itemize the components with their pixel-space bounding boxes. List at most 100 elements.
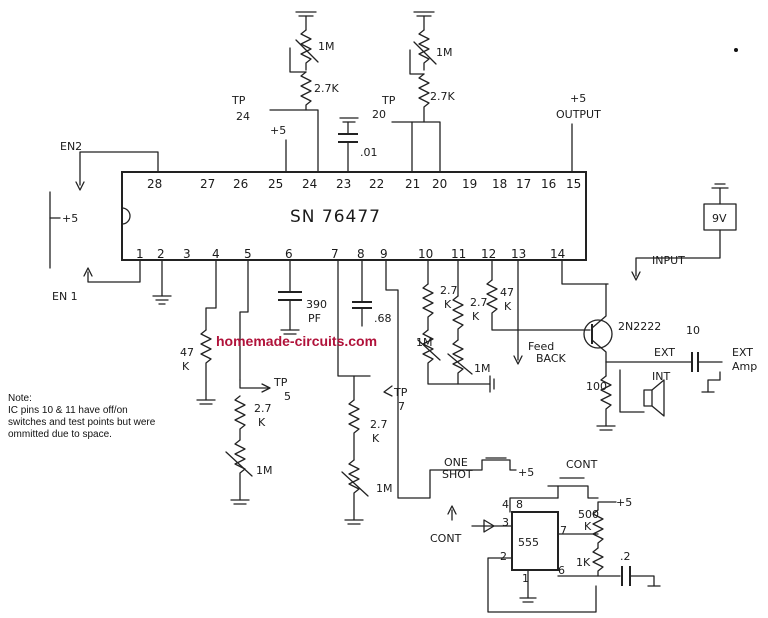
note-box: Note: IC pins 10 & 11 have off/on switch… <box>8 393 158 441</box>
svg-text:4: 4 <box>502 498 509 511</box>
svg-text:1M: 1M <box>436 46 453 59</box>
svg-text:26: 26 <box>233 177 248 191</box>
svg-text:24: 24 <box>302 177 317 191</box>
svg-text:K: K <box>504 300 512 313</box>
pin24-resistor-chain: 1M 2.7K TP 24 +5 <box>231 11 339 173</box>
svg-text:1: 1 <box>522 572 529 585</box>
svg-text:K: K <box>584 520 592 533</box>
svg-text:3: 3 <box>183 247 191 261</box>
watermark: homemade-circuits.com <box>216 333 377 349</box>
svg-text:7: 7 <box>331 247 339 261</box>
svg-text:+5: +5 <box>270 124 286 137</box>
pin7-resistor-chain: TP 7 2.7 K 1M <box>337 259 408 525</box>
en1-label: EN 1 <box>52 290 78 303</box>
transistor-2n2222: 2N2222 <box>583 283 661 363</box>
svg-text:1M: 1M <box>376 482 393 495</box>
svg-text:2: 2 <box>157 247 165 261</box>
svg-text:+5: +5 <box>518 466 534 479</box>
svg-text:5: 5 <box>244 247 252 261</box>
ic-sn76477-body <box>121 171 587 261</box>
svg-text:47: 47 <box>500 286 514 299</box>
svg-text:12: 12 <box>481 247 496 261</box>
svg-text:K: K <box>472 310 480 323</box>
svg-text:CONT: CONT <box>430 532 462 545</box>
svg-text:EXT: EXT <box>654 346 675 359</box>
svg-text:1M: 1M <box>474 362 491 375</box>
svg-text:6: 6 <box>285 247 293 261</box>
svg-text:2N2222: 2N2222 <box>618 320 661 333</box>
svg-text:16: 16 <box>541 177 556 191</box>
svg-text:24: 24 <box>236 110 250 123</box>
svg-text:2.7: 2.7 <box>254 402 272 415</box>
svg-text:K: K <box>182 360 190 373</box>
svg-text:2.7: 2.7 <box>470 296 488 309</box>
svg-text:EXT: EXT <box>732 346 753 359</box>
svg-text:K: K <box>258 416 266 429</box>
svg-text:5: 5 <box>284 390 291 403</box>
svg-text:21: 21 <box>405 177 420 191</box>
svg-text:2.7: 2.7 <box>370 418 388 431</box>
ic-555-body <box>511 511 559 571</box>
timer-555-section: 555 4 8 3 7 6 2 1 CONT .2 500 K 1K +5 CO… <box>430 456 661 613</box>
svg-text:+5: +5 <box>616 496 632 509</box>
svg-text:9: 9 <box>380 247 388 261</box>
svg-text:18: 18 <box>492 177 507 191</box>
svg-text:10: 10 <box>686 324 700 337</box>
ic-sn76477-label: SN 76477 <box>290 207 381 227</box>
svg-text:100: 100 <box>586 380 607 393</box>
ic-bottom-pin-numbers: 1 2 3 4 5 6 7 8 9 10 11 12 13 14 <box>136 247 565 261</box>
svg-text:555: 555 <box>518 536 539 549</box>
svg-text:1K: 1K <box>576 556 591 569</box>
svg-text:47: 47 <box>180 346 194 359</box>
svg-text:2.7: 2.7 <box>440 284 458 297</box>
svg-text:3: 3 <box>502 516 509 529</box>
svg-text:.2: .2 <box>620 550 631 563</box>
svg-text:INT: INT <box>652 370 670 383</box>
svg-text:BACK: BACK <box>536 352 567 365</box>
svg-text:1M: 1M <box>416 336 433 349</box>
ic-top-pin-numbers: 28 27 26 25 24 23 22 21 20 19 18 17 16 1… <box>147 177 581 191</box>
pin10-resistor-chain: 2.7 K 1M <box>416 259 491 385</box>
stray-dot <box>734 48 738 52</box>
svg-text:500: 500 <box>578 508 599 521</box>
svg-text:INPUT: INPUT <box>652 254 685 267</box>
pin6-capacitor: 390 PF <box>278 259 327 335</box>
svg-text:1M: 1M <box>256 464 273 477</box>
svg-text:8: 8 <box>516 498 523 511</box>
svg-text:Feed: Feed <box>528 340 554 353</box>
en-plus5-label: +5 <box>62 212 78 225</box>
svg-text:K: K <box>444 298 452 311</box>
pin11-resistor-chain: 2.7 K 1M <box>447 259 495 393</box>
output-pin15: +5 OUTPUT <box>556 92 601 173</box>
svg-text:6: 6 <box>558 564 565 577</box>
svg-text:PF: PF <box>308 312 321 325</box>
svg-text:CONT: CONT <box>566 458 598 471</box>
svg-text:28: 28 <box>147 177 162 191</box>
svg-text:10: 10 <box>418 247 433 261</box>
svg-text:27: 27 <box>200 177 215 191</box>
svg-text:2.7K: 2.7K <box>430 90 455 103</box>
pin2-ground <box>152 259 172 305</box>
svg-text:20: 20 <box>372 108 386 121</box>
note-body: IC pins 10 & 11 have off/on switches and… <box>8 405 156 440</box>
svg-text:TP: TP <box>231 94 246 107</box>
svg-text:23: 23 <box>336 177 351 191</box>
svg-text:TP: TP <box>393 386 408 399</box>
pin4-47k-resistor: 47 K <box>180 259 217 405</box>
svg-text:25: 25 <box>268 177 283 191</box>
svg-text:15: 15 <box>566 177 581 191</box>
svg-text:Amp: Amp <box>732 360 757 373</box>
svg-text:2: 2 <box>500 550 507 563</box>
pin23-capacitor: .01 <box>338 117 378 173</box>
ic-notch <box>121 207 131 225</box>
svg-text:9V: 9V <box>712 212 727 225</box>
svg-text:SHOT: SHOT <box>442 468 473 481</box>
svg-text:+5: +5 <box>570 92 586 105</box>
svg-text:OUTPUT: OUTPUT <box>556 108 601 121</box>
svg-text:19: 19 <box>462 177 477 191</box>
svg-text:7: 7 <box>560 524 567 537</box>
svg-text:20: 20 <box>432 177 447 191</box>
pin12-47k-resistor: 47 K Feed BACK <box>486 259 591 365</box>
svg-text:1: 1 <box>136 247 144 261</box>
